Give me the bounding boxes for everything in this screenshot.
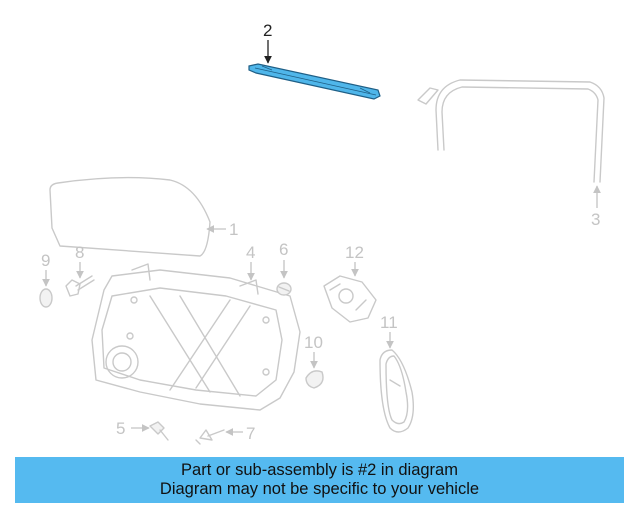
callout-6: 6	[279, 240, 288, 259]
part-3-frame-seal	[417, 79, 605, 183]
callout-11: 11	[380, 313, 398, 332]
callout-1: 1	[229, 220, 238, 239]
banner-line-part: Part or sub-assembly is #2 in diagram	[181, 461, 458, 479]
part-5-screw	[149, 421, 169, 441]
part-6-cap	[276, 282, 292, 296]
part-2-weatherstrip[interactable]	[248, 63, 381, 100]
callout-5: 5	[116, 419, 125, 438]
callout-2: 2	[263, 21, 272, 40]
part-4-window-regulator	[91, 263, 301, 411]
part-11-seal	[379, 349, 415, 433]
part-8-bolt	[65, 275, 95, 297]
part-7-rivet	[195, 429, 225, 445]
info-banner: Part or sub-assembly is #2 in diagram Di…	[15, 457, 624, 503]
callout-7: 7	[246, 424, 255, 443]
part-10-clip	[305, 370, 324, 389]
callout-3: 3	[591, 210, 600, 229]
part-1-door-glass	[49, 176, 211, 257]
callout-4: 4	[246, 243, 255, 262]
callout-12: 12	[345, 243, 364, 262]
callout-10: 10	[304, 333, 323, 352]
part-9-plug	[39, 288, 53, 308]
callout-9: 9	[41, 251, 50, 270]
part-12-motor	[323, 275, 377, 323]
callout-8: 8	[75, 243, 84, 262]
banner-line-disclaimer: Diagram may not be specific to your vehi…	[159, 480, 480, 498]
